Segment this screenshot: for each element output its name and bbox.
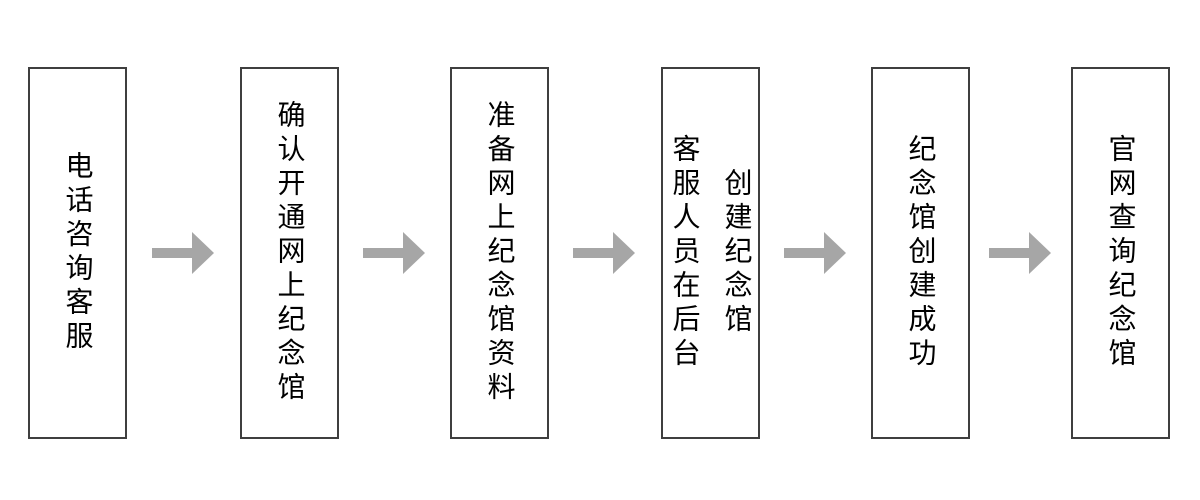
flow-step-label: 客服人员在后台 创建纪念馆 [669,134,753,372]
flow-step-label: 准备网上纪念馆资料 [484,100,516,406]
arrow-right-icon [989,232,1051,274]
arrow-right-icon [573,232,635,274]
flow-step-prepare-materials: 准备网上纪念馆资料 [450,67,549,439]
flow-step-label: 纪念馆创建成功 [905,134,937,372]
flow-step-confirm-open: 确认开通网上纪念馆 [240,67,339,439]
flow-step-query-official-site: 官网查询纪念馆 [1071,67,1170,439]
arrow-right-icon [152,232,214,274]
flow-step-phone-consult: 电话咨询客服 [28,67,127,439]
arrow-right-icon [784,232,846,274]
flow-step-label: 官网查询纪念馆 [1105,134,1137,372]
flow-step-create-success: 纪念馆创建成功 [871,67,970,439]
flow-step-label: 电话咨询客服 [62,151,94,355]
arrow-right-icon [363,232,425,274]
flow-step-label: 确认开通网上纪念馆 [274,100,306,406]
flow-step-backend-create: 客服人员在后台 创建纪念馆 [661,67,760,439]
